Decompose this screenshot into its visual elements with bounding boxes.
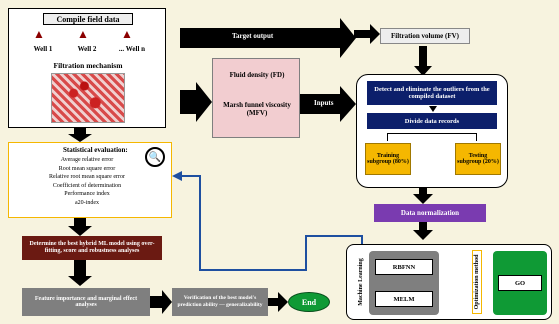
pre-down-arrow	[413, 188, 433, 204]
fd-label: Fluid density (FD)	[229, 71, 285, 79]
end-node: End	[288, 292, 330, 312]
verify-arrow	[268, 292, 288, 312]
divide-data-box: Divide data records	[367, 113, 497, 129]
best-model-box: Determine the best hybrid ML model using…	[22, 236, 162, 260]
gao-box: GO	[498, 275, 542, 291]
stats-item: Root mean square error	[58, 165, 116, 172]
feature-arrow	[150, 290, 172, 314]
training-box: Training subgroup (80%)	[365, 143, 411, 175]
opt-side-label: Optimization method	[472, 250, 482, 314]
stats-down-arrow	[68, 218, 92, 236]
target-output-label: Target output	[232, 32, 274, 40]
detect-down-arrow	[429, 106, 437, 112]
stats-list: Average relative error Root mean square …	[37, 156, 137, 207]
stats-item: a20-index	[75, 199, 99, 206]
stats-title: Statistical evaluation:	[63, 146, 128, 154]
compile-down-arrow	[68, 128, 92, 142]
well-n-label: ... Well n	[118, 45, 146, 53]
inputs-box: Fluid density (FD) Marsh funnel viscosit…	[212, 58, 300, 138]
split-line	[387, 133, 477, 141]
well-2-label: Well 2	[77, 45, 97, 53]
fv-arrow	[354, 24, 380, 44]
ml-models-panel: RBFNN MELM	[369, 251, 439, 315]
best-down-arrow	[68, 260, 92, 286]
mechanism-title: Filtration mechanism	[53, 61, 123, 70]
compile-title: Compile field data	[43, 13, 133, 25]
inputs-label: Inputs	[314, 99, 334, 107]
magnifier-icon: 🔍	[145, 147, 165, 167]
stats-item: Average relative error	[60, 157, 114, 163]
stats-item: Relative root mean square error	[49, 174, 125, 180]
feature-importance-box: Feature importance and marginal effect a…	[22, 288, 150, 316]
well-n-icon: ▲	[121, 27, 133, 41]
inputs-arrow	[300, 86, 356, 122]
normalization-box: Data normalization	[374, 204, 486, 222]
well-2-icon: ▲	[77, 27, 89, 41]
well-1-icon: ▲	[33, 27, 45, 41]
mfv-label: Marsh funnel viscosity (MFV)	[223, 101, 291, 117]
preprocess-container: Detect and eliminate the outliers from t…	[356, 74, 508, 188]
feedback-arrowhead	[172, 171, 182, 181]
compile-data-box: Compile field data ▲ ▲ ▲ Well 1 Well 2 .…	[8, 8, 166, 128]
left-inputs-arrow	[180, 82, 212, 122]
rbfnn-box: RBFNN	[375, 259, 433, 275]
ml-container: Machine Learning RBFNN MELM Optimization…	[346, 244, 552, 320]
feedback-line	[180, 175, 363, 271]
well-1-label: Well 1	[33, 45, 53, 53]
stats-box: Statistical evaluation: Average relative…	[8, 142, 172, 218]
detect-outliers-box: Detect and eliminate the outliers from t…	[367, 81, 497, 105]
target-output-arrow	[180, 18, 356, 58]
filtration-mechanism-image	[51, 73, 125, 123]
norm-down-arrow	[413, 222, 433, 240]
wells-row: ▲ ▲ ▲ Well 1 Well 2 ... Well n	[23, 27, 153, 59]
fv-box: Filtration volume (FV)	[380, 28, 470, 44]
ml-side-label: Machine Learning	[358, 258, 364, 306]
melm-box: MELM	[375, 291, 433, 307]
optimizer-panel: GO	[493, 251, 547, 315]
testing-box: Testing subgroup (20%)	[455, 143, 501, 175]
fv-down-arrow	[414, 46, 432, 76]
stats-item: Coefficient of determination	[52, 182, 122, 189]
stats-item: Performance index	[64, 191, 110, 197]
verification-box: Verification of the best model's predict…	[172, 288, 268, 316]
